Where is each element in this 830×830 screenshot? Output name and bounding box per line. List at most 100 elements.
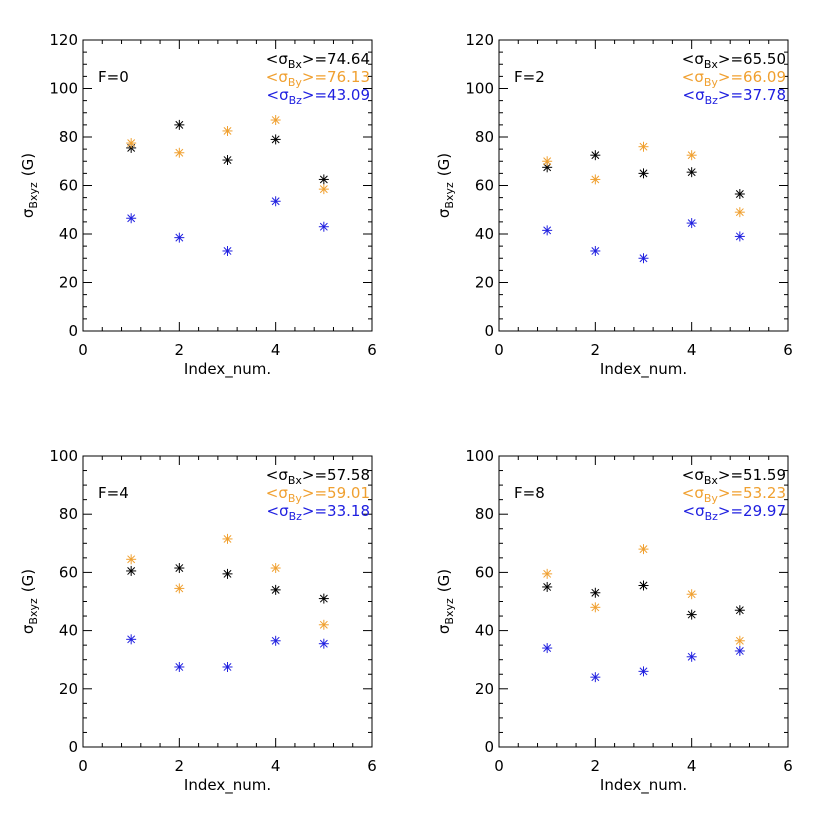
y-axis-label-unit: (G) [435,569,453,592]
y-tick-label: 100 [465,80,494,98]
data-point-by [734,207,745,218]
data-point-by [542,156,553,167]
data-point-by [318,184,329,195]
stat-value: 51.59 [743,466,786,484]
data-point-by [174,583,185,594]
y-axis-label-subscript: Bxyz [443,598,456,625]
stat-mean-bx: <σBx>=74.64 [266,50,370,71]
x-tick-label: 0 [78,341,88,359]
data-point-by [734,635,745,646]
y-tick-label: 20 [475,680,494,698]
x-tick-label: 6 [367,757,377,775]
y-tick-label: 100 [465,447,494,465]
y-axis-label: σBxyz(G) [435,153,456,218]
data-point-bz [542,225,553,236]
data-point-bx [270,134,281,145]
data-point-bz [270,196,281,207]
y-tick-label: 40 [59,225,78,243]
y-tick-label: 60 [59,177,78,195]
y-tick-label: 60 [59,563,78,581]
data-point-by [686,589,697,600]
data-point-bx [174,563,185,574]
data-point-by [590,602,601,613]
y-axis-label: σBxyz(G) [19,569,40,634]
y-tick-label: 80 [59,128,78,146]
x-tick-label: 4 [271,341,281,359]
stat-subscript: By [288,492,303,505]
stat-mean-bx: <σBx>=57.58 [266,466,370,487]
y-axis-label-subscript: Bxyz [27,182,40,209]
y-axis-label: σBxyz(G) [435,569,456,634]
stat-value: 53.23 [743,484,786,502]
y-tick-label: 100 [49,447,78,465]
data-point-by [222,125,233,136]
stat-subscript: Bz [705,510,719,523]
stat-mean-by: <σBy>=59.01 [266,484,370,505]
stat-mean-by: <σBy>=66.09 [682,68,786,89]
x-axis-label: Index_num. [184,360,271,379]
y-tick-label: 40 [59,622,78,640]
data-point-bx [734,188,745,199]
stat-value: 43.09 [327,86,370,104]
panel-label: F=0 [98,68,129,86]
data-point-by [270,563,281,574]
stat-value: 57.58 [327,466,370,484]
y-tick-label: 120 [465,31,494,49]
y-tick-label: 0 [68,322,78,340]
data-point-by [590,174,601,185]
data-point-bx [318,593,329,604]
data-point-bz [638,666,649,677]
data-point-by [638,544,649,555]
stat-subscript: Bx [288,58,303,71]
y-axis-label-symbol: σ [19,208,37,218]
x-tick-label: 2 [175,757,185,775]
data-point-by [318,619,329,630]
y-axis-label-symbol: σ [19,624,37,634]
stat-subscript: Bx [704,58,719,71]
data-point-by [126,138,137,149]
stat-mean-bz: <σBz>=29.97 [683,502,787,523]
y-tick-label: 60 [475,177,494,195]
stat-mean-by: <σBy>=53.23 [682,484,786,505]
x-tick-label: 4 [271,757,281,775]
panel-label: F=8 [514,484,545,502]
data-point-by [686,150,697,161]
data-point-by [270,115,281,126]
data-point-by [542,568,553,579]
y-tick-label: 20 [59,680,78,698]
x-tick-label: 4 [687,757,697,775]
y-tick-label: 120 [49,31,78,49]
stat-value: 65.50 [743,50,786,68]
y-axis-label-subscript: Bxyz [27,598,40,625]
stat-subscript: Bx [288,474,303,487]
data-point-bz [686,651,697,662]
data-point-bx [734,605,745,616]
y-axis-label: σBxyz(G) [19,153,40,218]
stat-value: 66.09 [743,68,786,86]
y-tick-label: 0 [68,738,78,756]
data-point-bx [542,162,553,173]
y-axis-label-symbol: σ [435,208,453,218]
stat-value: 74.64 [327,50,370,68]
x-axis-label: Index_num. [600,360,687,379]
data-point-bx [174,119,185,130]
x-tick-label: 2 [591,757,601,775]
stat-subscript: By [704,76,719,89]
x-tick-label: 4 [687,341,697,359]
stat-value: 59.01 [327,484,370,502]
x-tick-label: 0 [494,341,504,359]
data-point-bz [590,672,601,683]
y-tick-label: 20 [59,274,78,292]
x-tick-label: 0 [78,757,88,775]
data-point-bz [222,245,233,256]
stat-subscript: Bz [289,94,303,107]
data-point-by [638,141,649,152]
data-point-bx [590,150,601,161]
data-point-bz [686,218,697,229]
stat-value: 37.78 [743,86,786,104]
data-point-bz [590,245,601,256]
data-point-bz [222,661,233,672]
data-point-bx [222,155,233,166]
